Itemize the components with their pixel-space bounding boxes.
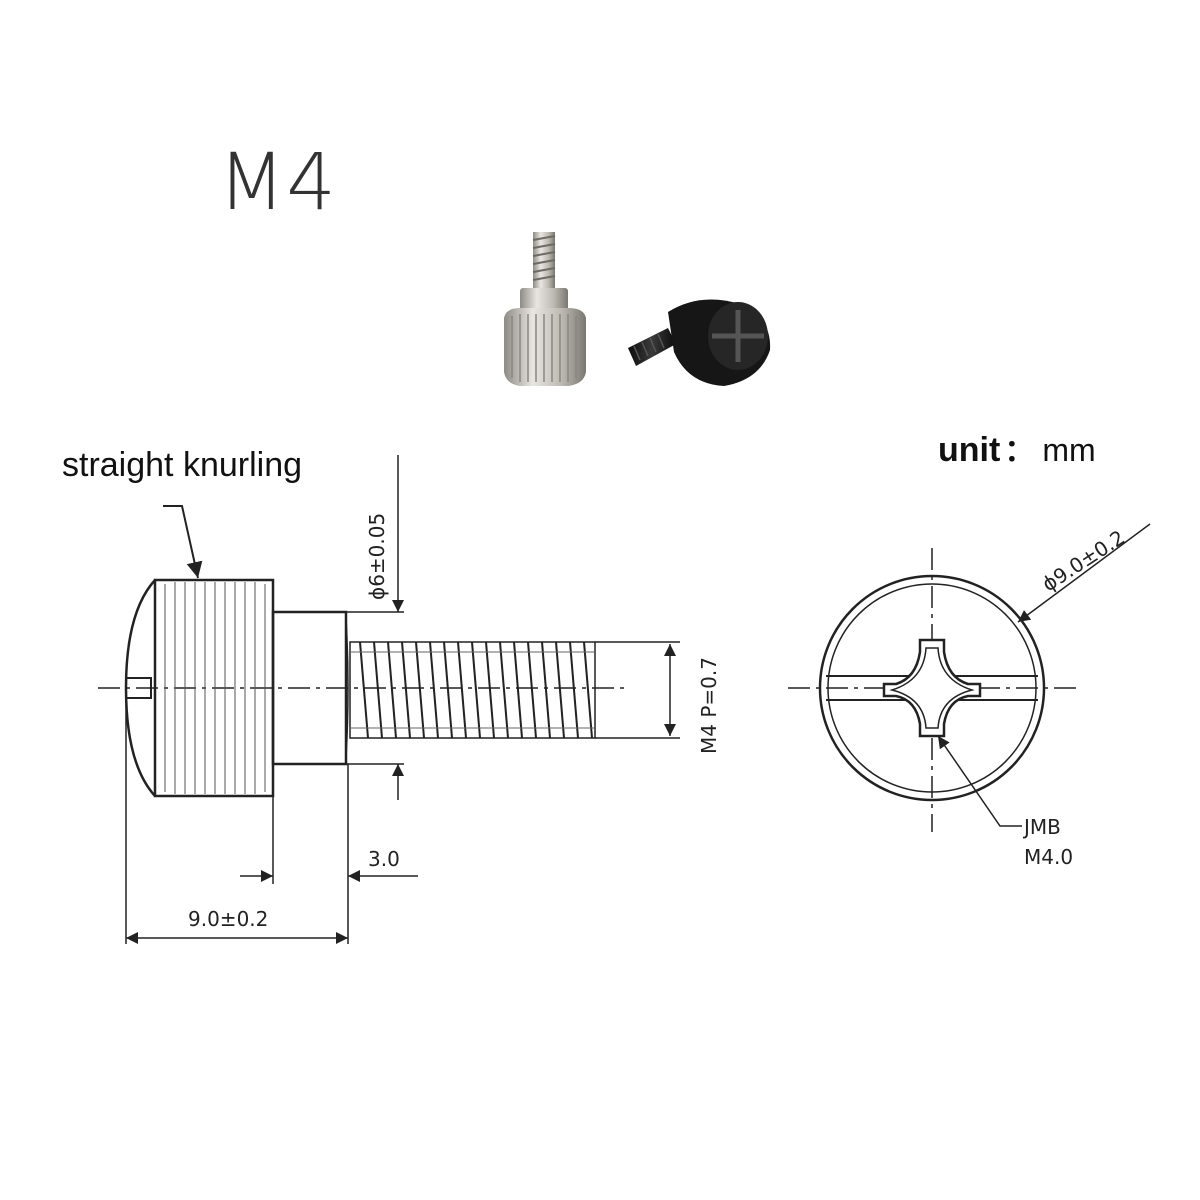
top-diameter-dimension bbox=[1017, 523, 1151, 623]
unit-key: unit bbox=[938, 431, 1001, 469]
head-diameter-label: ϕ6±0.05 bbox=[365, 513, 389, 600]
shoulder-dimension bbox=[240, 764, 418, 944]
black-screw-photo bbox=[628, 299, 771, 386]
nickel-screw-photo bbox=[504, 232, 586, 386]
knurling-leader bbox=[163, 505, 203, 579]
length-dimension bbox=[125, 690, 348, 944]
thread-dimension bbox=[595, 641, 680, 739]
head-diameter-dimension bbox=[346, 455, 404, 800]
thread-label: M4 P=0.7 bbox=[697, 657, 721, 754]
page-title: M4 bbox=[218, 138, 337, 228]
shoulder-label: 3.0 bbox=[368, 847, 400, 871]
marking-line-1: JMB bbox=[1022, 815, 1061, 839]
unit-value: mm bbox=[1042, 432, 1096, 468]
marking-leader bbox=[937, 735, 1022, 827]
side-view bbox=[98, 578, 628, 798]
unit-label: unit：mm bbox=[938, 426, 1096, 470]
knurling-callout: straight knurling bbox=[62, 446, 303, 484]
length-label: 9.0±0.2 bbox=[188, 907, 268, 931]
top-view bbox=[788, 548, 1080, 832]
marking-line-2: M4.0 bbox=[1024, 845, 1073, 869]
top-diameter-label: ϕ9.0±0.2 bbox=[1038, 525, 1130, 596]
unit-separator: ： bbox=[1004, 435, 1035, 468]
